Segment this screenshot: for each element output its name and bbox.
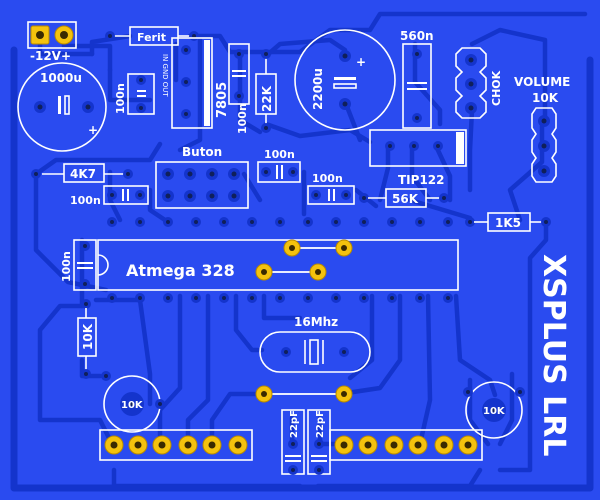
capacitor-100n-mid	[307, 185, 355, 205]
transistor-label: TIP122	[398, 173, 445, 187]
jumper-wires	[255, 239, 353, 403]
volume-connector[interactable]	[531, 107, 557, 183]
resistor-4k7	[31, 163, 133, 183]
crystal-label: 16Mhz	[294, 315, 338, 329]
resistor-56k-label: 56K	[392, 192, 419, 206]
resistor-10k	[77, 299, 97, 379]
capacitor-2200u: +	[294, 29, 396, 131]
capacitor-100n-top-label: 100n	[264, 148, 295, 161]
trimmer-right-label: 10K	[483, 406, 506, 417]
header-right[interactable]	[329, 429, 483, 461]
crystal-16mhz	[259, 331, 371, 373]
capacitor-100n-left	[127, 73, 155, 115]
mcu-label: Atmega 328	[126, 261, 235, 280]
svg-text:+: +	[356, 55, 366, 69]
capacitor-560n-label: 560n	[400, 29, 434, 43]
brand-label: XSPLUS LRL	[536, 254, 571, 457]
buton-connector[interactable]	[155, 161, 249, 209]
capacitor-22pf-a-label: 22pF	[289, 410, 300, 438]
power-label: -12V+	[30, 49, 71, 63]
resistor-1k5-label: 1K5	[495, 216, 521, 230]
mcu-atmega328	[97, 217, 459, 303]
capacitor-100n-regulator-label: 100n	[236, 103, 249, 134]
resistor-4k7-label: 4K7	[70, 167, 96, 181]
capacitor-100n-top	[257, 161, 301, 183]
volume-label: VOLUME	[514, 75, 570, 89]
capacitor-100n-mcu	[73, 239, 97, 291]
regulator-7805	[171, 37, 213, 129]
regulator-label: 7805	[215, 82, 230, 118]
volume-value-label: 10K	[532, 91, 559, 105]
capacitor-2200u-label: 2200u	[311, 68, 325, 110]
capacitor-22pf-b-label: 22pF	[315, 410, 326, 438]
capacitor-1000u: +	[17, 62, 107, 152]
capacitor-22pf-a	[281, 409, 305, 475]
resistor-1k5	[465, 212, 551, 232]
resistor-22k	[255, 49, 277, 133]
capacitor-100n-regulator	[228, 43, 250, 105]
resistor-10k-label: 10K	[81, 323, 95, 350]
transistor-tip122	[369, 129, 467, 167]
trimmer-right[interactable]	[463, 381, 525, 439]
resistor-56k	[359, 188, 449, 208]
trimmer-left-label: 10K	[121, 400, 144, 411]
ferrite-label: Ferit	[137, 31, 166, 44]
capacitor-560n	[402, 43, 432, 129]
capacitor-100n-buton	[103, 185, 149, 205]
resistor-22k-label: 22K	[260, 85, 274, 112]
capacitor-1000u-label: 1000u	[40, 71, 82, 85]
capacitor-100n-mcu-label: 100n	[60, 251, 73, 282]
capacitor-100n-mid-label: 100n	[312, 172, 343, 185]
choke-label: CHOK	[490, 70, 503, 106]
power-connector[interactable]	[27, 21, 77, 49]
capacitor-100n-buton-label: 100n	[70, 194, 101, 207]
capacitor-100n-left-label: 100n	[114, 83, 127, 114]
regulator-pins-label: IN GND OUT	[161, 54, 169, 97]
svg-text:+: +	[88, 123, 98, 137]
choke-connector[interactable]	[455, 47, 487, 119]
trimmer-left[interactable]	[101, 371, 165, 433]
buton-label: Buton	[182, 145, 222, 159]
header-left[interactable]	[99, 429, 253, 461]
